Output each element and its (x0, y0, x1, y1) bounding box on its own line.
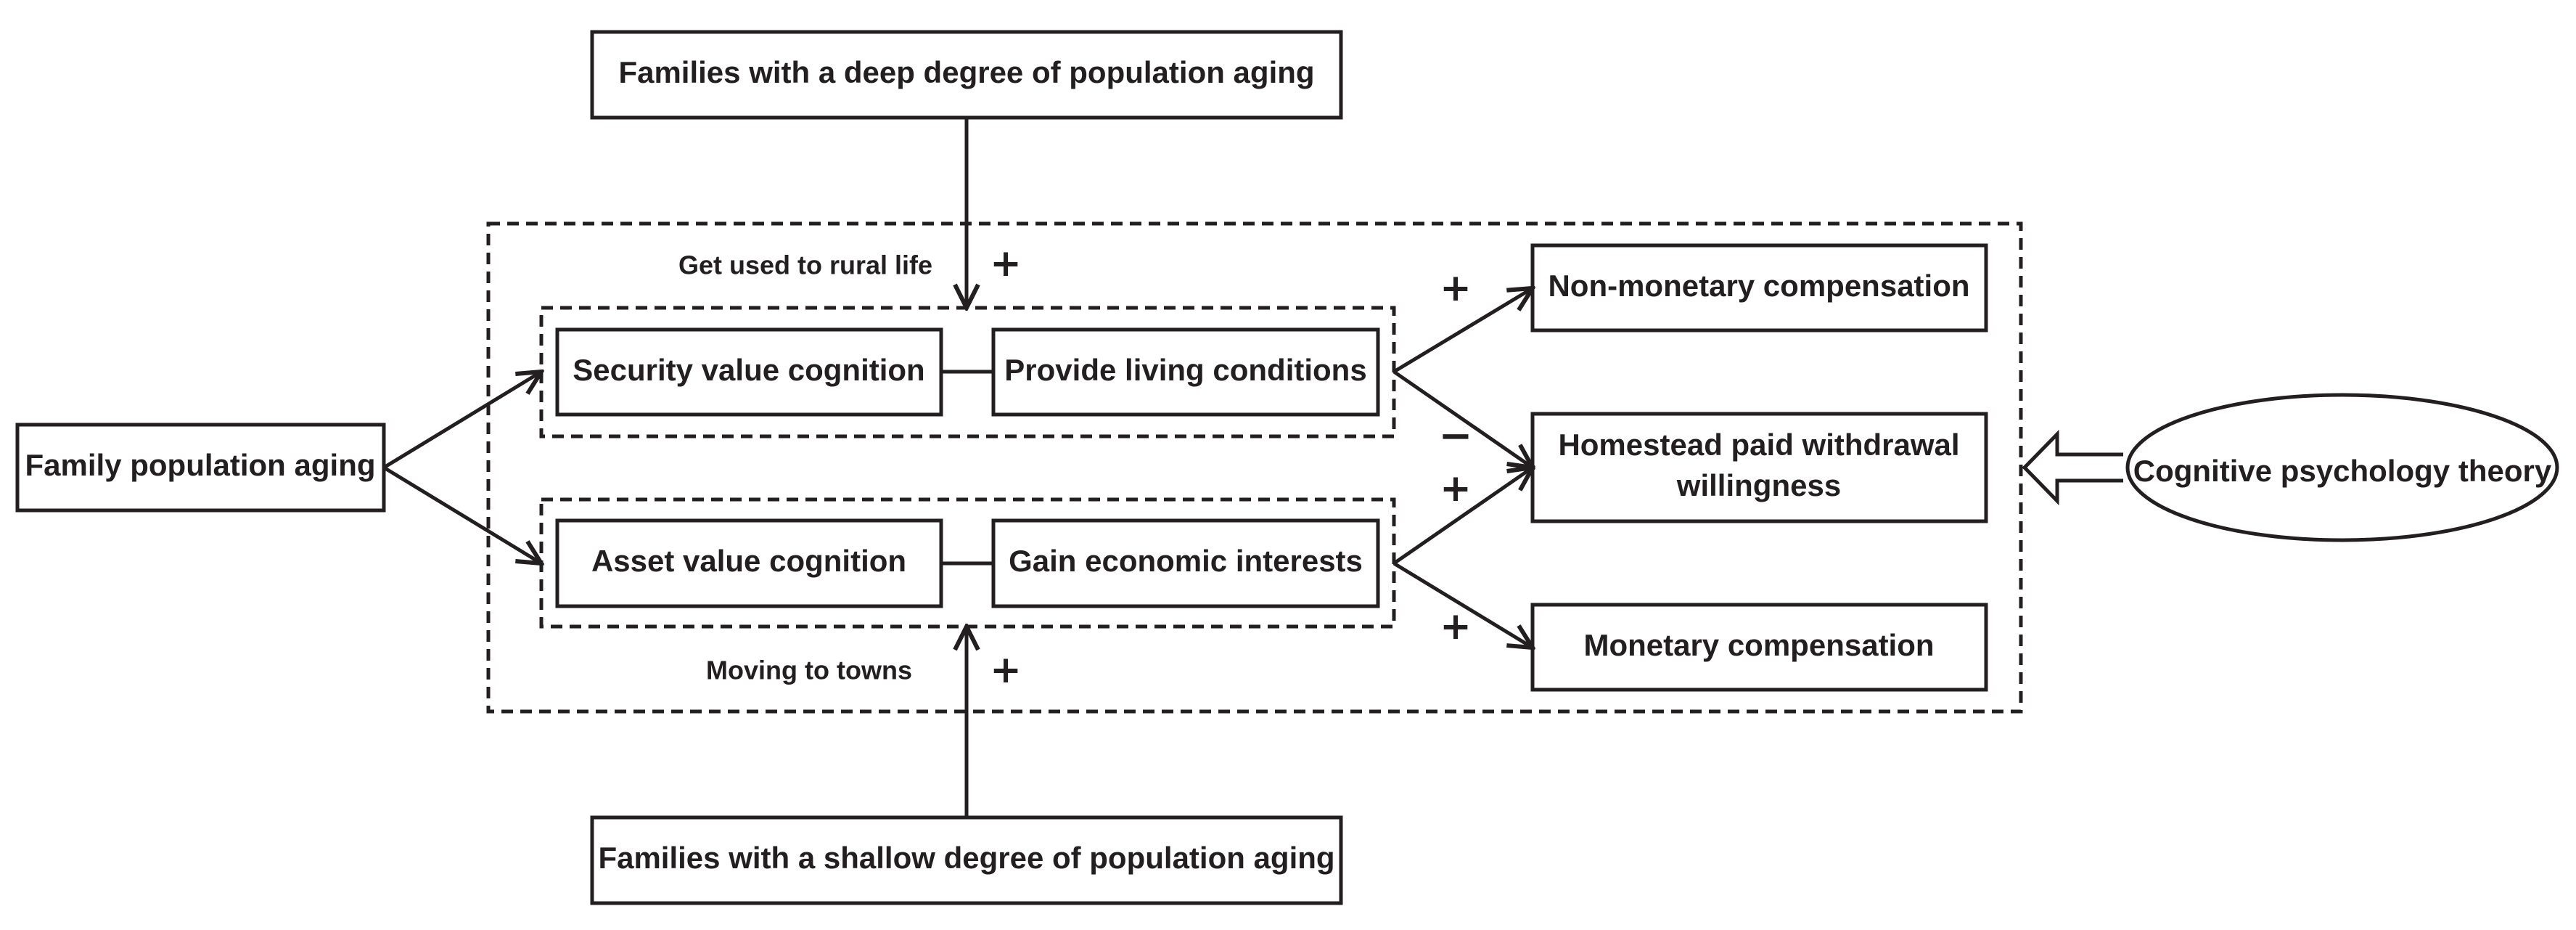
non-monetary-label: Non-monetary compensation (1548, 269, 1969, 303)
non-monetary-box (1530, 243, 1988, 333)
deep-aging-box (590, 30, 1343, 120)
cognitive-theory-ellipse (2125, 393, 2559, 542)
living-conditions-label: Provide living conditions (1004, 353, 1366, 387)
withdrawal-minus-sign: − (1439, 412, 1473, 460)
shallow-aging-label: Families with a shallow degree of popula… (598, 841, 1334, 875)
arrow-security-to-non-monetary (1392, 288, 1533, 374)
withdrawal-willingness-box (1530, 412, 1988, 523)
arrow-asset-to-withdrawal (1392, 468, 1533, 566)
withdrawal-willingness-label-line2: willingness (1676, 468, 1841, 502)
monetary-plus-sign: + (1440, 605, 1472, 648)
deep-aging-label: Families with a deep degree of populatio… (618, 55, 1314, 89)
economic-interests-box (991, 518, 1380, 608)
non-monetary-plus-sign: + (1440, 266, 1472, 310)
moderation-frame (486, 221, 2023, 714)
family-aging-box (15, 423, 386, 513)
family-aging-label: Family population aging (25, 448, 376, 482)
moving-towns-plus-sign: + (990, 648, 1022, 692)
arrow-family-to-asset (382, 465, 541, 563)
withdrawal-willingness-label-line1: Homestead paid withdrawal (1558, 428, 1959, 462)
monetary-box (1530, 603, 1988, 692)
theory-influence-arrow (2022, 429, 2123, 506)
living-conditions-box (991, 327, 1380, 417)
security-cognition-label: Security value cognition (573, 353, 924, 387)
asset-cognition-label: Asset value cognition (591, 544, 906, 578)
arrow-family-to-security (382, 372, 541, 470)
moving-towns-label: Moving to towns (706, 656, 912, 685)
rural-life-label: Get used to rural life (678, 250, 932, 280)
withdrawal-plus-sign: + (1440, 467, 1472, 510)
economic-interests-label: Gain economic interests (1009, 544, 1363, 578)
monetary-label: Monetary compensation (1583, 628, 1934, 662)
shallow-aging-box (590, 815, 1343, 905)
rural-life-plus-sign: + (990, 242, 1022, 285)
cognitive-theory-label: Cognitive psychology theory (2133, 454, 2552, 488)
arrow-security-to-withdrawal (1392, 370, 1533, 468)
arrow-asset-to-monetary (1392, 561, 1533, 648)
